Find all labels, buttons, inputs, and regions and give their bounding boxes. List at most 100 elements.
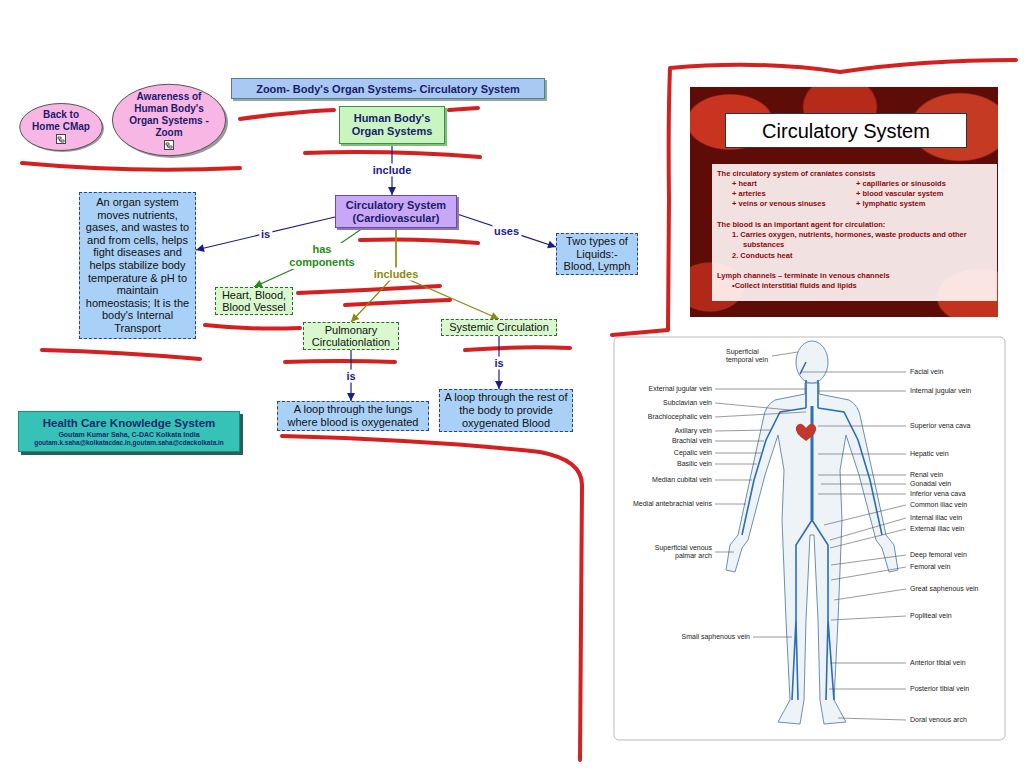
part-label: Renal vein bbox=[910, 471, 943, 479]
node-text: Human Body's Organ Systems bbox=[344, 112, 440, 138]
node-text: Back to Home CMap bbox=[28, 109, 94, 133]
slide-text: The circulatory system of craniates cons… bbox=[717, 169, 875, 179]
part-label: External iliac vein bbox=[910, 525, 964, 533]
part-label: Subclavian vein bbox=[663, 399, 712, 407]
connector bbox=[254, 228, 363, 287]
part-label: Internal iliac vein bbox=[910, 514, 962, 522]
part-label: Great saphenous vein bbox=[910, 585, 979, 593]
part-label: Basilic vein bbox=[677, 460, 712, 468]
part-label: Deep femoral vein bbox=[910, 551, 967, 559]
node-text: Awareness of Human Body's Organ Systems … bbox=[122, 91, 216, 139]
ellipse-fill bbox=[112, 84, 225, 155]
topic-ellipse: Awareness of Human Body's Organ Systems … bbox=[110, 82, 228, 158]
part-label: Popliteal vein bbox=[910, 612, 952, 620]
part-label: Hepatic vein bbox=[910, 450, 949, 458]
slide-text: 1. Carries oxygen, nutrients, hormones, … bbox=[732, 230, 988, 250]
node-text: A loop through the lungs where blood is … bbox=[281, 403, 425, 429]
link-phrase: is bbox=[344, 369, 357, 382]
concept-box: Human Body's Organ Systems bbox=[339, 106, 445, 144]
part-label: Internal jugular vein bbox=[910, 387, 971, 395]
node-text: goutam.k.saha@kolkatacdac.in,goutam.saha… bbox=[34, 439, 224, 447]
link-phrase: uses bbox=[492, 224, 521, 237]
part-label: Femoral vein bbox=[910, 563, 950, 571]
vena-cava bbox=[811, 406, 814, 520]
part-label: Common iliac vein bbox=[910, 501, 967, 509]
icon-glyph bbox=[166, 143, 172, 148]
node-text: Pulmonary Circulationlation bbox=[307, 324, 395, 348]
nav-ellipse: Back to Home CMap bbox=[18, 102, 104, 152]
part-label: Brachiocephalic vein bbox=[648, 413, 712, 421]
node-text: Heart, Blood, Blood Vessel bbox=[219, 289, 289, 313]
leader-lines bbox=[715, 352, 906, 720]
icon-frame bbox=[57, 135, 66, 144]
node-text: Two types of Liquids:- Blood, Lymph bbox=[560, 235, 634, 273]
arrow-head bbox=[347, 393, 355, 401]
slide-text: 2. Conducts heat bbox=[732, 251, 792, 261]
link-phrase: includes bbox=[372, 268, 421, 281]
part-label: Median cubital vein bbox=[652, 476, 712, 484]
part-label: Cepalic vein bbox=[674, 449, 712, 457]
node-text: Systemic Circulation bbox=[449, 321, 549, 334]
title-text: Zoom- Body's Organ Systems- Circulatory … bbox=[256, 82, 520, 96]
slide-text: + arteries bbox=[732, 189, 766, 199]
part-label: Medial antebrachial veins bbox=[633, 500, 712, 508]
connector-line bbox=[457, 214, 556, 247]
link-phrase: is bbox=[492, 356, 505, 369]
arrow-head bbox=[351, 313, 359, 322]
component-box: Systemic Circulation bbox=[441, 319, 557, 336]
part-label: External jugular vein bbox=[649, 385, 712, 393]
connector-line bbox=[254, 228, 363, 287]
note-box: A loop through the lungs where blood is … bbox=[277, 401, 429, 431]
title-box: Zoom- Body's Organ Systems- Circulatory … bbox=[231, 78, 545, 99]
node-text: Circulatory System bbox=[762, 119, 930, 143]
icon-frame bbox=[165, 140, 174, 149]
slide-text: + veins or venous sinuses bbox=[732, 199, 826, 209]
component-box: Heart, Blood, Blood Vessel bbox=[215, 287, 293, 315]
arrow-head bbox=[196, 244, 205, 252]
arrow-head bbox=[388, 187, 396, 195]
slide-text: + lymphatic system bbox=[856, 199, 925, 209]
component-box: Pulmonary Circulationlation bbox=[303, 322, 399, 350]
connector bbox=[457, 214, 556, 248]
note-box: A loop through the rest of the body to p… bbox=[439, 389, 573, 432]
node-text: An organ system moves nutrients, gases, … bbox=[84, 196, 191, 335]
part-label: Doral venous arch bbox=[910, 716, 967, 724]
heart-symbol bbox=[796, 424, 817, 441]
part-label: Posterior tibial vein bbox=[910, 685, 969, 693]
note-box: An organ system moves nutrients, gases, … bbox=[79, 192, 196, 339]
annotation-strokes bbox=[22, 60, 1016, 760]
slide-text: + blood vascular system bbox=[856, 189, 943, 199]
concept-box: Circulatory System (Cardiovascular) bbox=[335, 195, 457, 228]
slide-text: The blood is an important agent for circ… bbox=[717, 220, 885, 230]
part-label: Facial vein bbox=[910, 368, 943, 376]
link-phrase: include bbox=[371, 163, 414, 176]
arrow-head bbox=[547, 241, 556, 249]
icon-glyph bbox=[58, 137, 64, 142]
note-box: Two types of Liquids:- Blood, Lymph bbox=[556, 233, 638, 275]
part-label: Superficial venous palmar arch bbox=[644, 544, 712, 560]
part-label: Superior vena cava bbox=[910, 422, 970, 430]
node-text: Goutam Kumar Saha, C-DAC Kolkata India bbox=[58, 430, 199, 439]
slide-text: + capillaries or sinusoids bbox=[856, 179, 946, 189]
part-label: Inferior vena cava bbox=[910, 490, 966, 498]
part-label: Axillary vein bbox=[675, 427, 712, 435]
part-label: Anterior tibial vein bbox=[910, 659, 966, 667]
slide-text: Lymph channels – terminate in venous cha… bbox=[717, 271, 890, 281]
slide-text: •Collect interstitial fluids and lipids bbox=[732, 281, 857, 291]
link-icon bbox=[164, 140, 174, 150]
body-outline bbox=[726, 383, 898, 724]
part-label: Gonadal vein bbox=[910, 480, 951, 488]
link-icon bbox=[56, 134, 66, 144]
ellipse-fill bbox=[20, 104, 103, 151]
part-label: Brachial vein bbox=[672, 437, 712, 445]
part-label: Superficial temporal vein bbox=[726, 348, 772, 364]
figure-frame bbox=[614, 337, 1005, 740]
slide-title-box: Circulatory System bbox=[725, 113, 967, 148]
part-label: Small saphenous vein bbox=[682, 633, 751, 641]
link-phrase: is bbox=[259, 227, 272, 240]
credit-box: Health Care Knowledge SystemGoutam Kumar… bbox=[18, 411, 240, 452]
slide-panel: The circulatory system of craniates cons… bbox=[690, 87, 998, 317]
slide-text: + heart bbox=[732, 179, 757, 189]
arrow-head bbox=[495, 381, 503, 389]
